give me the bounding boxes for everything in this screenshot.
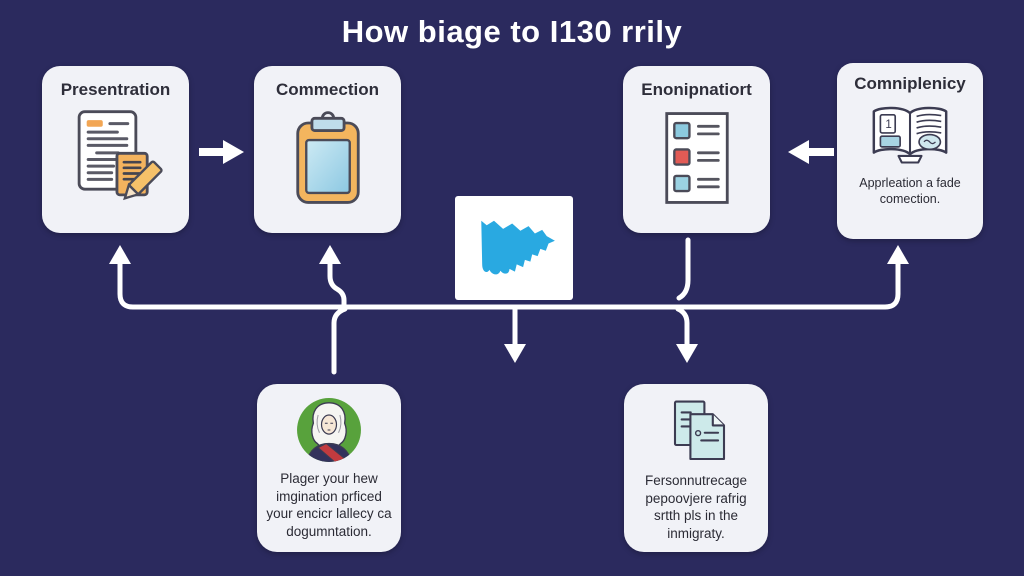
map-box xyxy=(455,196,573,300)
checklist-icon xyxy=(664,112,729,204)
card-label: Presentration xyxy=(60,80,171,99)
arrow-right-icon xyxy=(199,140,244,164)
svg-text:1: 1 xyxy=(885,119,891,131)
documents-icon xyxy=(673,400,726,461)
map-region-icon xyxy=(481,220,555,275)
clipboard-icon xyxy=(295,111,360,204)
card-documents-note: Fersonnutrecage pepoovjere rafrig srtth … xyxy=(624,384,768,552)
card-presentration: Presentration xyxy=(42,66,189,233)
arrow-left-icon xyxy=(788,140,834,164)
page-title: How biage to I130 rrily xyxy=(341,14,683,49)
card-person-note: Plager your hew imgination prficed your … xyxy=(257,384,401,552)
card-label: Comniplenicy xyxy=(854,74,966,93)
open-book-icon: 1 xyxy=(872,106,948,164)
card-comniplenicy: Comniplenicy 1 Apprleation a fade comect… xyxy=(837,63,983,239)
card-caption: Apprleation a fade comection. xyxy=(859,176,961,206)
document-pencil-icon xyxy=(77,110,163,201)
card-label: Enonipnatiort xyxy=(641,80,752,99)
card-enonipnatiort: Enonipnatiort xyxy=(623,66,770,233)
card-label: Commection xyxy=(276,80,379,99)
bottom-left-text: Plager your hew imgination prficed your … xyxy=(266,471,392,539)
card-commection: Commection xyxy=(254,66,401,233)
bottom-right-text: Fersonnutrecage pepoovjere rafrig srtth … xyxy=(644,473,748,541)
person-avatar xyxy=(297,398,361,462)
